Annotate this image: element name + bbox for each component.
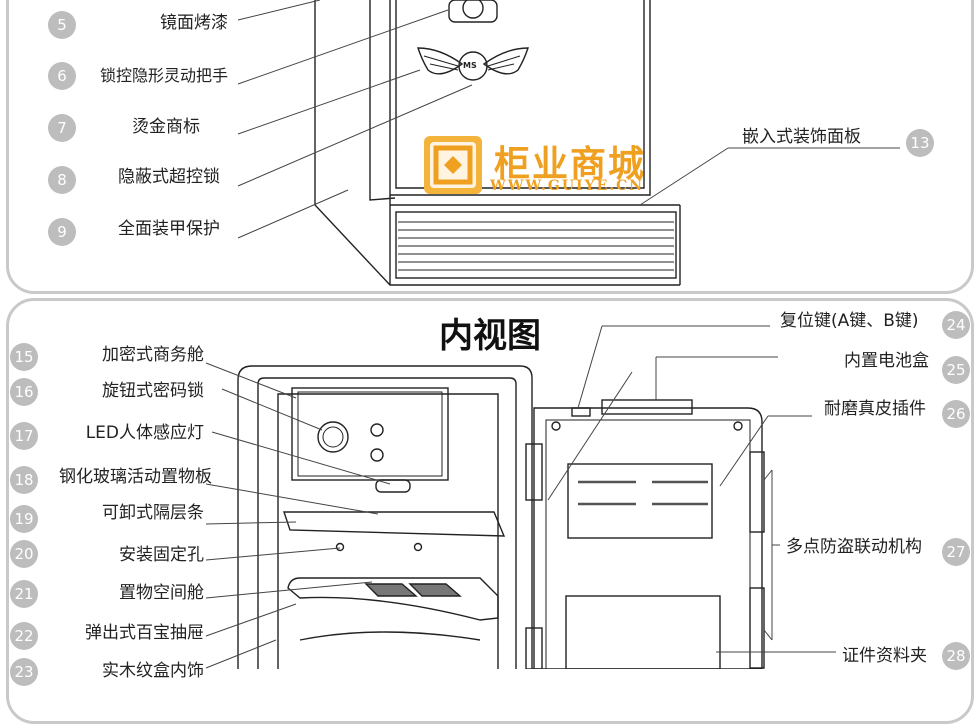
section-title: 内视图 [439, 316, 541, 356]
decorative-vent [395, 211, 677, 279]
label-28: 证件资料夹 [842, 646, 927, 666]
badge-9: 9 [48, 218, 76, 246]
badge-21: 21 [10, 580, 38, 608]
badge-5: 5 [48, 11, 76, 39]
badge-16: 16 [10, 378, 38, 406]
label-21: 置物空间舱 [119, 583, 204, 603]
safe-body-outline [314, 0, 680, 286]
badge-19: 19 [10, 505, 38, 533]
handle [448, 0, 498, 23]
cabinet-outline [237, 365, 533, 669]
badge-22: 22 [10, 622, 38, 650]
exterior-panel [6, 0, 974, 294]
door-inner-panel [533, 407, 763, 669]
badge-6: 6 [48, 62, 76, 90]
safe-illustration [205, 0, 900, 669]
glass-shelf [283, 511, 506, 537]
brand-badge-text: MS [463, 61, 477, 70]
led-sensor-light [375, 479, 411, 493]
label-25: 内置电池盒 [844, 351, 929, 371]
label-7: 烫金商标 [132, 117, 200, 137]
badge-13: 13 [906, 129, 934, 157]
badge-18: 18 [10, 466, 38, 494]
badge-25: 25 [942, 356, 970, 384]
label-16: 旋钮式密码锁 [102, 381, 204, 401]
label-24: 复位键(A键、B键) [780, 311, 919, 331]
badge-17: 17 [10, 422, 38, 450]
badge-27: 27 [942, 538, 970, 566]
label-5: 镜面烤漆 [160, 13, 228, 33]
badge-23: 23 [10, 658, 38, 686]
label-22: 弹出式百宝抽屉 [85, 623, 204, 643]
badge-7: 7 [48, 114, 76, 142]
label-15: 加密式商务舱 [102, 345, 204, 365]
label-27: 多点防盗联动机构 [786, 537, 922, 557]
label-9: 全面装甲保护 [118, 219, 220, 239]
dial-lock-icon [317, 421, 349, 453]
label-6: 锁控隐形灵动把手 [99, 66, 228, 85]
document-folder [565, 595, 721, 669]
label-8: 隐蔽式超控锁 [118, 167, 220, 187]
label-13: 嵌入式装饰面板 [742, 127, 861, 147]
safe-door-panel [389, 0, 651, 196]
label-19: 可卸式隔层条 [102, 503, 204, 523]
battery-box [601, 399, 693, 415]
label-20: 安装固定孔 [119, 545, 204, 565]
badge-8: 8 [48, 166, 76, 194]
wing-emblem-icon [417, 47, 529, 81]
pull-out-drawer [287, 577, 499, 621]
leather-insert [567, 463, 713, 539]
watermark-logo-icon [424, 136, 482, 194]
badge-28: 28 [942, 642, 970, 670]
badge-24: 24 [942, 311, 970, 339]
label-18: 钢化玻璃活动置物板 [59, 467, 212, 487]
badge-20: 20 [10, 540, 38, 568]
business-compartment [291, 387, 449, 481]
badge-15: 15 [10, 343, 38, 371]
interior-panel [6, 298, 974, 724]
watermark-url: WWW.GUIYE.CN [490, 178, 645, 194]
watermark-name: 柜业商城 [494, 144, 647, 185]
label-17: LED人体感应灯 [85, 423, 204, 443]
badge-26: 26 [942, 400, 970, 428]
label-26: 耐磨真皮插件 [824, 399, 926, 419]
